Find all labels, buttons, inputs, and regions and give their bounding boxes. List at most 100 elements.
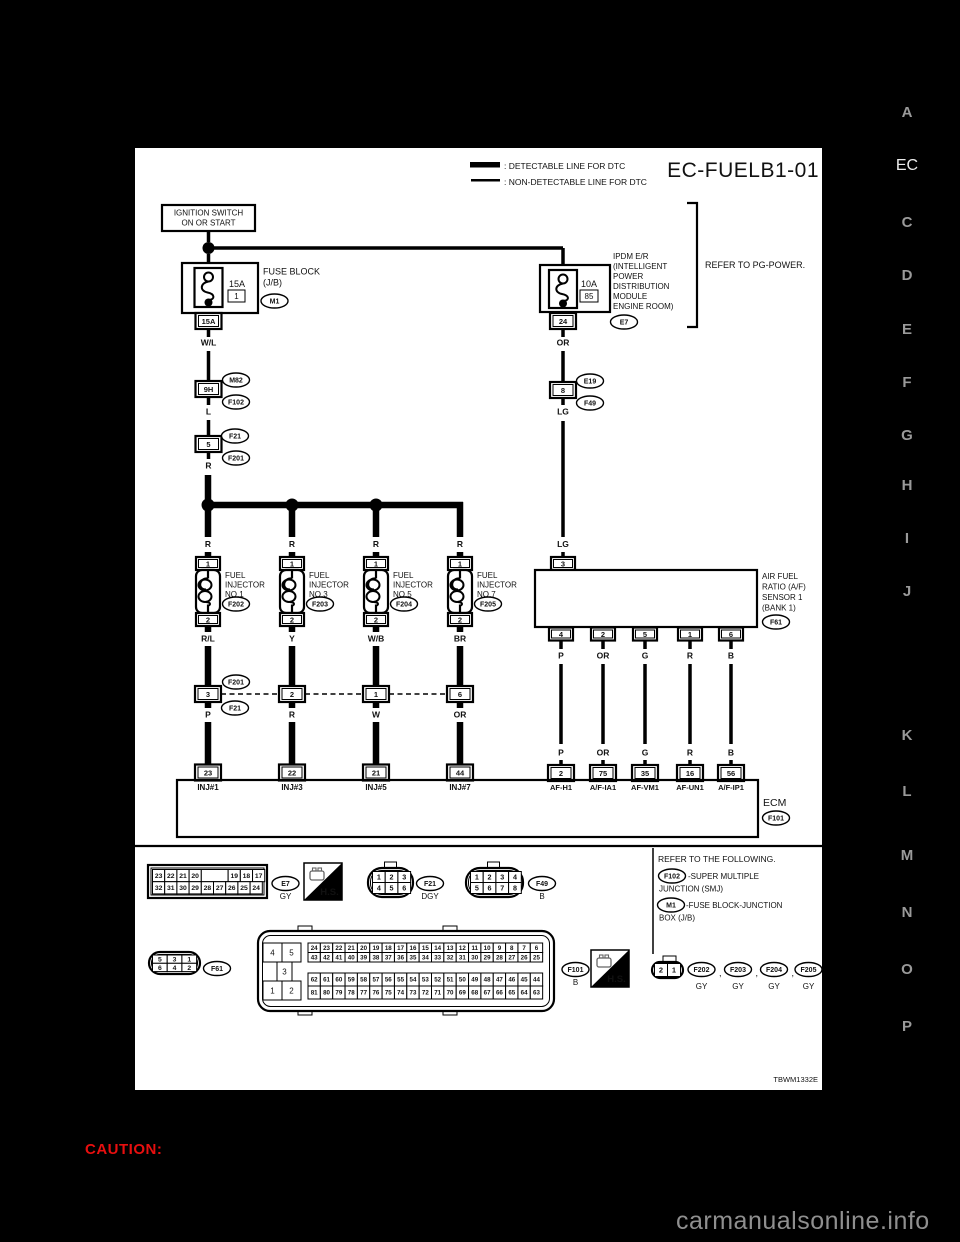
pin-number: 30 bbox=[179, 885, 187, 892]
pin-number: 63 bbox=[533, 990, 540, 997]
fuse-left: 15A 1 FUSE BLOCK (J/B) M1 bbox=[180, 261, 320, 315]
section-letter-j: J bbox=[902, 583, 912, 600]
pin-number: 78 bbox=[348, 990, 355, 997]
svg-text:AF-H1: AF-H1 bbox=[550, 783, 572, 792]
section-letter-current: EC bbox=[895, 157, 919, 174]
pin-number: 54 bbox=[410, 977, 417, 984]
mid-terminal: 2 bbox=[277, 684, 307, 704]
pin-number: 44 bbox=[533, 977, 540, 984]
pin-number: 45 bbox=[521, 977, 528, 984]
connector-ref-f49: F49 bbox=[527, 875, 557, 892]
pin-number: 23 bbox=[323, 945, 330, 952]
wire-color-lg: LG bbox=[557, 407, 569, 417]
svg-text:5: 5 bbox=[643, 630, 647, 639]
terminal-15a: 15A bbox=[194, 311, 223, 331]
pin-cell bbox=[200, 869, 229, 883]
pin-number: 25 bbox=[533, 954, 540, 961]
pin-number: 27 bbox=[508, 954, 515, 961]
svg-text:AIR FUEL: AIR FUEL bbox=[762, 572, 799, 581]
connector-ref-f49: F49 bbox=[575, 395, 605, 411]
section-letter-e: E bbox=[901, 321, 912, 338]
svg-text:F102: F102 bbox=[228, 400, 244, 407]
svg-text:IGNITION SWITCH: IGNITION SWITCH bbox=[174, 209, 244, 218]
connector-color: GY bbox=[732, 982, 744, 991]
svg-text:B: B bbox=[728, 748, 734, 758]
pin-number: 37 bbox=[385, 954, 392, 961]
section-letter-d: D bbox=[901, 267, 913, 284]
pin-number: 28 bbox=[496, 954, 503, 961]
svg-text:R: R bbox=[205, 539, 211, 549]
pin-number: 30 bbox=[471, 954, 478, 961]
pin-number: 81 bbox=[311, 990, 318, 997]
svg-text:2: 2 bbox=[290, 615, 294, 624]
pin-number: 32 bbox=[155, 885, 163, 892]
svg-text:2: 2 bbox=[290, 690, 294, 699]
svg-text:R/L: R/L bbox=[201, 634, 215, 644]
svg-text:OR: OR bbox=[454, 710, 467, 720]
pin-number: 1 bbox=[475, 873, 479, 882]
pin-number: 18 bbox=[243, 873, 251, 880]
pin-number: 50 bbox=[459, 977, 466, 984]
svg-text:E7: E7 bbox=[281, 881, 290, 888]
svg-text:DISTRIBUTION: DISTRIBUTION bbox=[613, 282, 670, 291]
svg-text:M1: M1 bbox=[666, 903, 676, 910]
pin-number: 58 bbox=[360, 977, 367, 984]
svg-text:F205: F205 bbox=[801, 967, 817, 974]
terminal-24: 24 bbox=[548, 311, 578, 331]
svg-text:4: 4 bbox=[559, 630, 564, 639]
pin-number: 66 bbox=[496, 990, 503, 997]
svg-text:1: 1 bbox=[374, 690, 378, 699]
ecm-terminal: 16 bbox=[675, 763, 705, 783]
svg-text:E7: E7 bbox=[620, 320, 629, 327]
svg-text:F202: F202 bbox=[228, 602, 244, 609]
pin-number: 24 bbox=[252, 885, 260, 892]
pin-number: 80 bbox=[323, 990, 330, 997]
diagram-panel: H.S. EC-FUELB1-01 : DETECTABLE LINE FOR … bbox=[135, 148, 823, 1090]
pin-number: 76 bbox=[372, 990, 379, 997]
terminal-9h: 9H bbox=[194, 379, 223, 399]
svg-text:AF-UN1: AF-UN1 bbox=[676, 783, 704, 792]
ipdm-label: IPDM E/R (INTELLIGENT POWER DISTRIBUTION… bbox=[613, 252, 674, 311]
section-letter-g: G bbox=[901, 427, 913, 444]
ecm-terminal: 21 bbox=[361, 763, 391, 782]
connector-ref-f202: F202 bbox=[221, 596, 251, 612]
legend-detectable-label: : DETECTABLE LINE FOR DTC bbox=[504, 161, 625, 171]
pin-number: 67 bbox=[484, 990, 491, 997]
fuse-amp: 15A bbox=[229, 279, 245, 289]
svg-text:F205: F205 bbox=[480, 602, 496, 609]
section-letter-p: P bbox=[901, 1018, 912, 1035]
svg-text:35: 35 bbox=[641, 769, 649, 778]
pin-number: 59 bbox=[348, 977, 355, 984]
pin-number: 20 bbox=[191, 873, 199, 880]
key-pin: 2 bbox=[289, 987, 294, 996]
svg-text:23: 23 bbox=[204, 768, 212, 777]
pin-number: 3 bbox=[500, 873, 504, 882]
connector-ref-f21: F21 bbox=[220, 700, 250, 716]
pin-number: 36 bbox=[397, 954, 404, 961]
svg-text:F21: F21 bbox=[229, 434, 241, 441]
pin-number: 39 bbox=[360, 954, 367, 961]
connector-ref-e19: E19 bbox=[575, 373, 605, 389]
connector-color: GY bbox=[803, 982, 815, 991]
svg-text:9H: 9H bbox=[204, 385, 214, 394]
svg-text:R: R bbox=[687, 651, 693, 661]
svg-text:2: 2 bbox=[601, 630, 605, 639]
svg-text:R: R bbox=[289, 710, 295, 720]
svg-text:F21: F21 bbox=[229, 706, 241, 713]
refer-following: REFER TO THE FOLLOWING. F102 -SUPER MULT… bbox=[656, 854, 783, 923]
pin-number: 5 bbox=[475, 884, 479, 893]
pin-number: 8 bbox=[510, 945, 514, 952]
pin-number: 7 bbox=[500, 884, 504, 893]
svg-text:AF-VM1: AF-VM1 bbox=[631, 783, 659, 792]
pin-number: 4 bbox=[513, 873, 517, 882]
pin-number: 60 bbox=[335, 977, 342, 984]
svg-text:INJECTOR: INJECTOR bbox=[225, 581, 265, 590]
injector-column-2: R 1 FUEL INJECTOR NO.3 F203 2 Y 2 R 22 I… bbox=[277, 505, 349, 792]
pin-cell bbox=[508, 882, 522, 894]
pin-number: 14 bbox=[434, 945, 441, 952]
svg-text:JUNCTION (SMJ): JUNCTION (SMJ) bbox=[659, 885, 723, 894]
pin-cell bbox=[249, 881, 263, 895]
section-letter-a: A bbox=[901, 104, 913, 121]
pin-number: 4 bbox=[377, 884, 381, 893]
